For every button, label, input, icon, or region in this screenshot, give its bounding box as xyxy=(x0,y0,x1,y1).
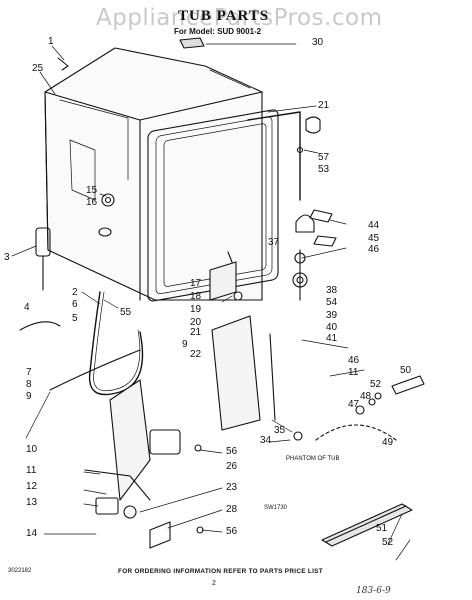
phantom-label: PHANTOM OF TUB xyxy=(286,456,340,462)
callout-52b: 52 xyxy=(382,537,394,548)
callout-55: 55 xyxy=(120,307,132,318)
callout-48: 48 xyxy=(360,391,372,402)
left-hose-assembly xyxy=(19,227,144,396)
callout-18: 18 xyxy=(190,291,202,302)
callout-2: 2 xyxy=(72,287,78,298)
callout-51: 51 xyxy=(376,523,388,534)
callout-21b: 21 xyxy=(190,327,202,338)
lower-left-bracket xyxy=(84,379,151,519)
top-vent xyxy=(57,37,205,71)
callout-13: 13 xyxy=(26,497,38,508)
callout-3: 3 xyxy=(4,252,10,263)
callout-26: 26 xyxy=(226,461,238,472)
callout-1: 1 xyxy=(48,36,54,47)
callout-57: 57 xyxy=(318,152,330,163)
callout-37: 37 xyxy=(268,237,280,248)
callout-15: 15 xyxy=(86,185,98,196)
callout-19: 19 xyxy=(190,304,202,315)
callout-23: 23 xyxy=(226,482,238,493)
callout-30: 30 xyxy=(312,37,324,48)
ordering-note: FOR ORDERING INFORMATION REFER TO PARTS … xyxy=(118,568,323,575)
callout-28: 28 xyxy=(226,504,238,515)
callout-17: 17 xyxy=(190,278,202,289)
page-title: TUB PARTS xyxy=(178,8,270,24)
watermark: AppliancePartsPros.com xyxy=(96,5,383,31)
right-hardware xyxy=(292,116,337,301)
callout-9: 9 xyxy=(182,339,188,350)
callout-46b: 46 xyxy=(348,355,360,366)
callout-14: 14 xyxy=(26,528,38,539)
model-number: For Model: SUD 9001-2 xyxy=(174,27,262,36)
callout-4: 4 xyxy=(24,302,30,313)
leader-lines xyxy=(11,43,411,561)
callout-45: 45 xyxy=(368,233,380,244)
callout-52: 52 xyxy=(370,379,382,390)
callout-34: 34 xyxy=(260,435,272,446)
right-lower-bracket xyxy=(211,315,425,441)
callout-8: 8 xyxy=(26,379,32,390)
callout-21: 21 xyxy=(318,100,330,111)
callout-44: 44 xyxy=(368,220,380,231)
callout-7: 7 xyxy=(26,367,32,378)
callout-50: 50 xyxy=(400,365,412,376)
callout-40: 40 xyxy=(326,322,338,333)
callout-56: 56 xyxy=(226,446,238,457)
callout-25: 25 xyxy=(32,63,44,74)
callout-12: 12 xyxy=(26,481,38,492)
callout-6: 6 xyxy=(72,299,78,310)
callout-9b: 9 xyxy=(26,391,32,402)
callout-56b: 56 xyxy=(226,526,238,537)
callout-54: 54 xyxy=(326,297,338,308)
center-bracket xyxy=(209,251,243,301)
callout-49: 49 xyxy=(382,437,394,448)
callout-46: 46 xyxy=(368,244,380,255)
callout-10: 10 xyxy=(26,444,38,455)
callout-22: 22 xyxy=(190,349,202,360)
bottom-rail xyxy=(321,503,413,547)
callout-35: 35 xyxy=(274,425,286,436)
center-lower-parts xyxy=(149,429,204,549)
callout-11: 11 xyxy=(348,367,359,378)
callout-53: 53 xyxy=(318,164,330,175)
callout-39: 39 xyxy=(326,310,338,321)
tub-body xyxy=(44,47,263,301)
callout-47: 47 xyxy=(348,399,360,410)
callout-20: 20 xyxy=(190,317,202,328)
callout-11b: 11 xyxy=(26,465,37,476)
page-number: 2 xyxy=(212,580,216,587)
handwritten-note: 183-6-9 xyxy=(356,586,391,596)
callout-16: 16 xyxy=(86,197,98,208)
callout-5: 5 xyxy=(72,313,78,324)
callout-38: 38 xyxy=(326,285,338,296)
drawing-code: SW1730 xyxy=(264,505,288,511)
document-code: 3022182 xyxy=(8,568,32,574)
callout-41: 41 xyxy=(326,333,338,344)
